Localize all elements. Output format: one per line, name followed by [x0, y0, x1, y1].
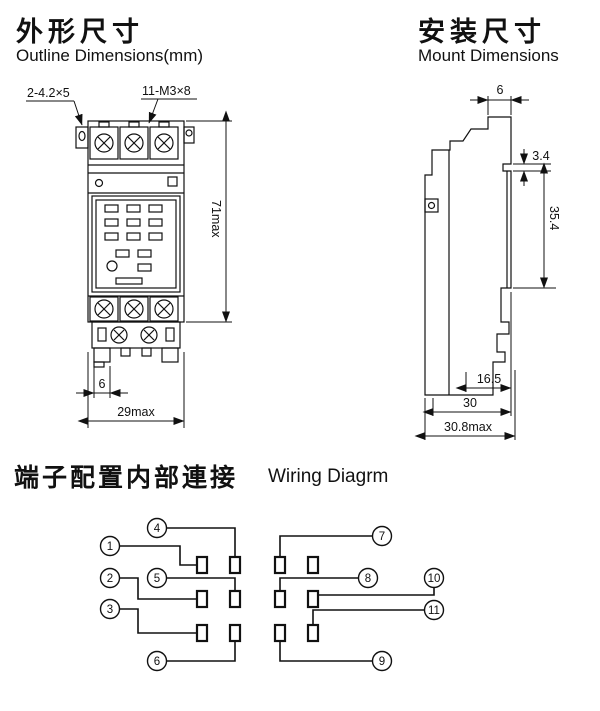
outline-title-en: Outline Dimensions(mm): [16, 46, 204, 65]
dim-flange-label: 35.4: [547, 206, 561, 230]
dim-depth-max-label: 30.8max: [444, 420, 493, 434]
pin-8: 8: [357, 567, 379, 589]
outline-dimensions: 2-4.2×5 11-M3×8 71max 6 29max: [26, 84, 232, 428]
pin-3-label: 3: [107, 604, 113, 616]
pin-8-label: 8: [365, 573, 371, 585]
pin-4: 4: [146, 517, 168, 539]
dim-foot-label: 6: [99, 377, 106, 391]
mount-side-view: [424, 116, 512, 396]
mounting-ear-left: [75, 126, 89, 149]
dim-hole-label: 2-4.2×5: [27, 86, 70, 100]
mount-dimensions: 6 3.4 35.4 16.5 30 30.8max: [414, 83, 561, 440]
pin-9-label: 9: [379, 656, 385, 668]
pin-10: 10: [423, 567, 445, 589]
mounting-feet: [93, 347, 179, 368]
dim-depth-label: 30: [463, 396, 477, 410]
pin-6: 6: [146, 650, 168, 672]
pin-11-label: 11: [428, 605, 440, 617]
wiring-connections: [119, 527, 435, 662]
screw-terminals-top: [89, 121, 179, 160]
dim-top-label: 6: [497, 83, 504, 97]
pin-6-label: 6: [154, 656, 160, 668]
pin-7-label: 7: [379, 531, 385, 543]
wiring-title-en: Wiring Diagrm: [268, 466, 389, 487]
wiring-title-cn: 端子配置内部連接: [14, 464, 239, 492]
pin-7: 7: [371, 525, 393, 547]
pin-2-label: 2: [107, 573, 113, 585]
screw-terminals-bottom: [89, 296, 179, 322]
pin-5: 5: [146, 567, 168, 589]
outline-title-cn: 外形尺寸: [16, 17, 144, 47]
side-mounting-ear: [424, 198, 439, 213]
terminal-contacts: [195, 555, 320, 643]
pin-5-label: 5: [154, 573, 160, 585]
lower-terminal-block: [91, 321, 181, 349]
mounting-ear-right: [183, 126, 195, 144]
pin-2: 2: [99, 567, 121, 589]
dim-step-label: 3.4: [532, 149, 549, 163]
dim-height-label: 71max: [209, 200, 223, 238]
outline-front-view: [75, 120, 195, 368]
pin-11: 11: [423, 599, 445, 621]
socket-face: [91, 195, 181, 293]
pin-3: 3: [99, 598, 121, 620]
pin-4-label: 4: [154, 523, 161, 535]
mount-title-cn: 安装尺寸: [418, 17, 546, 47]
mount-title-en: Mount Dimensions: [418, 46, 559, 65]
dim-clip-label: 16.5: [477, 372, 501, 386]
pin-9: 9: [371, 650, 393, 672]
dim-screws-label: 11-M3×8: [142, 84, 191, 98]
pin-10-label: 10: [428, 573, 441, 585]
dim-width-label: 29max: [117, 405, 155, 419]
pin-1-label: 1: [107, 541, 113, 553]
pin-1: 1: [99, 535, 121, 557]
wiring-diagram: 1 2 3 4 5 6 7 8: [99, 517, 445, 672]
